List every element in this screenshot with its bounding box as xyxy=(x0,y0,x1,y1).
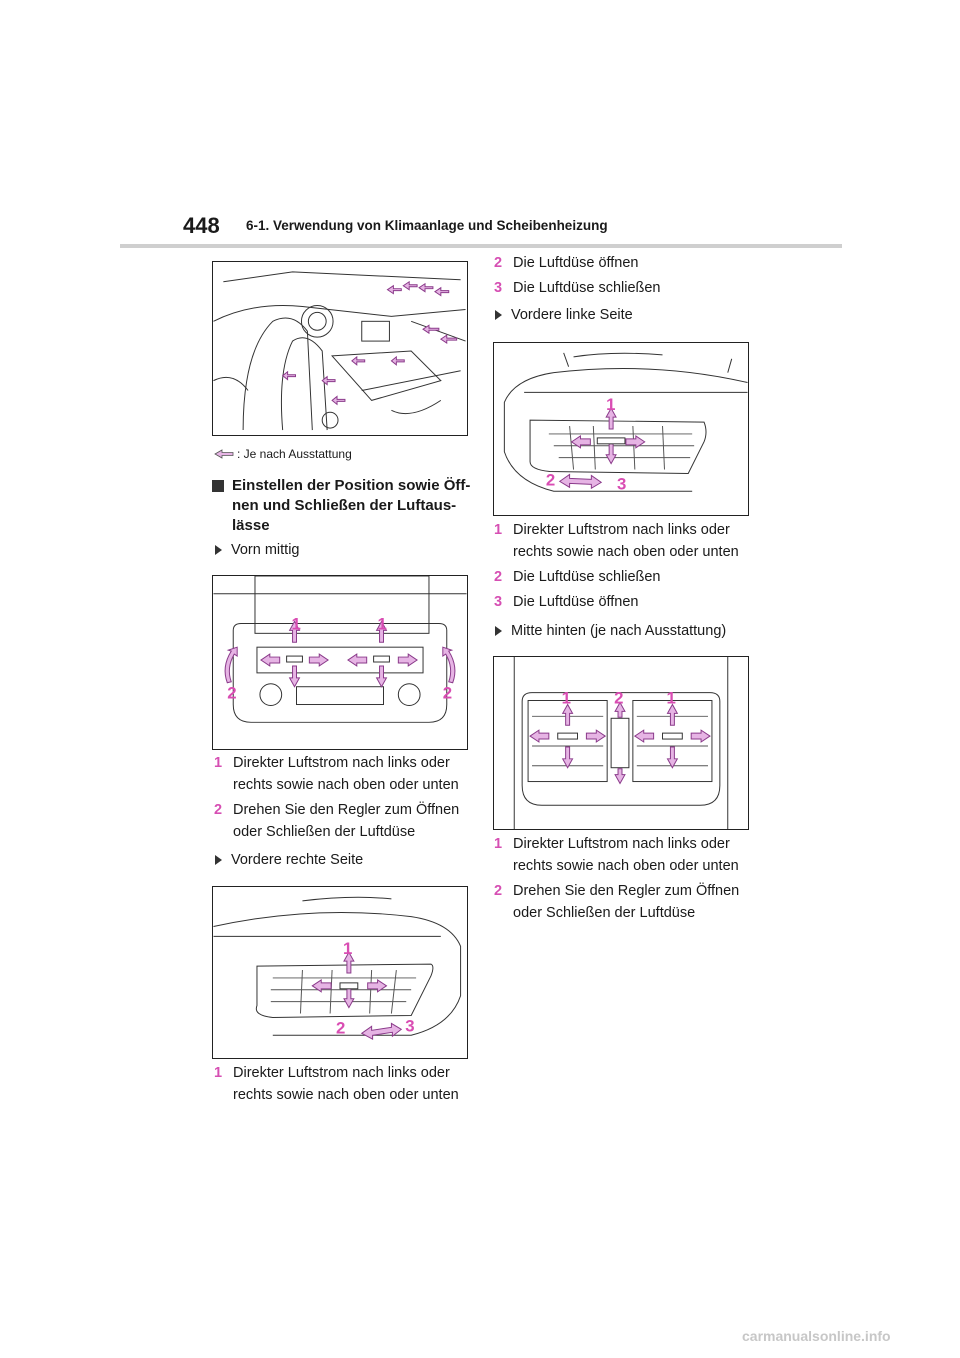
legend: : Je nach Ausstattung xyxy=(214,447,352,461)
rear-center-vent-figure: 1 2 1 xyxy=(493,656,749,830)
section-title: Einstellen der Position sowie Öff- nen u… xyxy=(232,477,471,534)
header-rule xyxy=(120,244,842,248)
step-text: Die Luftdüse öffnen xyxy=(513,594,639,610)
front-center-vent-illustration: 1 1 2 2 xyxy=(213,576,467,723)
front-right-step-3: 3 Die Luftdüse schließen xyxy=(494,277,661,299)
step-text: Direkter Luftstrom nach links oder recht… xyxy=(233,755,459,793)
section-bullet-icon xyxy=(212,480,224,492)
page-number: 448 xyxy=(183,213,220,238)
watermark: carmanualsonline.info xyxy=(742,1328,891,1344)
front-left-vent-figure: 1 2 3 xyxy=(493,342,749,516)
front-right-step-2: 2 Die Luftdüse öffnen xyxy=(494,252,639,274)
step-text: Die Luftdüse schließen xyxy=(513,569,661,585)
triangle-bullet-icon xyxy=(215,545,222,555)
front-right-step-1: 1 Direkter Luftstrom nach links oder rec… xyxy=(214,1062,459,1106)
step-text: Direkter Luftstrom nach links oder recht… xyxy=(233,1065,459,1103)
step-number: 1 xyxy=(494,522,503,538)
chapter-title: 6-1. Verwendung von Klimaanlage und Sche… xyxy=(246,218,608,233)
step-number: 2 xyxy=(494,883,503,899)
callout-3: 3 xyxy=(617,474,626,493)
step-text: Direkter Luftstrom nach links oder recht… xyxy=(513,836,739,874)
triangle-bullet-icon xyxy=(495,310,502,320)
front-left-vent-illustration: 1 2 3 xyxy=(503,352,748,493)
callout-3: 3 xyxy=(405,1016,414,1035)
step-text: Die Luftdüse öffnen xyxy=(513,255,639,271)
callout-2-right: 2 xyxy=(443,684,452,703)
triangle-bullet-icon xyxy=(495,626,502,636)
front-center-vent-figure: 1 1 2 2 xyxy=(212,575,468,750)
callout-2: 2 xyxy=(614,688,623,707)
legend-text: : Je nach Ausstattung xyxy=(237,447,352,461)
front-right-vent-illustration: 1 2 3 xyxy=(213,896,462,1041)
subsection-label: Vordere linke Seite xyxy=(511,307,633,323)
subsection-rear-center: Mitte hinten (je nach Ausstattung) xyxy=(495,623,726,639)
step-number: 2 xyxy=(494,569,503,585)
step-number: 3 xyxy=(494,594,503,610)
callout-2: 2 xyxy=(336,1018,345,1037)
subsection-label: Vordere rechte Seite xyxy=(231,852,364,868)
rear-center-step-1: 1 Direkter Luftstrom nach links oder rec… xyxy=(494,833,739,877)
front-center-step-1: 1 Direkter Luftstrom nach links oder rec… xyxy=(214,752,459,796)
step-text: Die Luftdüse schließen xyxy=(513,280,661,296)
cabin-overview-figure xyxy=(212,261,468,436)
callout-2: 2 xyxy=(546,470,555,489)
step-text: Direkter Luftstrom nach links oder recht… xyxy=(513,522,739,560)
step-number: 2 xyxy=(214,802,223,818)
subsection-front-center: Vorn mittig xyxy=(215,542,300,558)
step-text: Drehen Sie den Regler zum Öffnen oder Sc… xyxy=(513,883,740,921)
step-number: 1 xyxy=(214,1065,223,1081)
callout-1: 1 xyxy=(606,395,615,414)
triangle-bullet-icon xyxy=(215,855,222,865)
arrow-icon xyxy=(214,449,234,459)
step-number: 1 xyxy=(494,836,503,852)
callout-1-left: 1 xyxy=(562,688,571,707)
step-number: 1 xyxy=(214,755,223,771)
subsection-front-right: Vordere rechte Seite xyxy=(215,852,363,868)
front-left-step-1: 1 Direkter Luftstrom nach links oder rec… xyxy=(494,519,739,563)
callout-2-left: 2 xyxy=(227,684,236,703)
callout-1-right: 1 xyxy=(378,614,387,633)
rear-center-step-2: 2 Drehen Sie den Regler zum Öffnen oder … xyxy=(494,880,739,924)
callout-1-left: 1 xyxy=(292,614,301,633)
subsection-label: Vorn mittig xyxy=(231,542,300,558)
subsection-label: Mitte hinten (je nach Ausstattung) xyxy=(511,623,727,639)
step-number: 3 xyxy=(494,280,503,296)
subsection-front-left: Vordere linke Seite xyxy=(495,307,633,323)
section-heading: Einstellen der Position sowie Öff- nen u… xyxy=(212,476,472,536)
step-text: Drehen Sie den Regler zum Öffnen oder Sc… xyxy=(233,802,460,840)
rear-center-vent-illustration: 1 2 1 xyxy=(513,657,729,829)
front-left-step-3: 3 Die Luftdüse öffnen xyxy=(494,591,639,613)
front-right-vent-figure: 1 2 3 xyxy=(212,886,468,1059)
front-left-step-2: 2 Die Luftdüse schließen xyxy=(494,566,661,588)
front-center-step-2: 2 Drehen Sie den Regler zum Öffnen oder … xyxy=(214,799,459,843)
callout-1-right: 1 xyxy=(666,688,675,707)
step-number: 2 xyxy=(494,255,503,271)
cabin-illustration xyxy=(213,271,466,431)
callout-1: 1 xyxy=(343,939,352,958)
